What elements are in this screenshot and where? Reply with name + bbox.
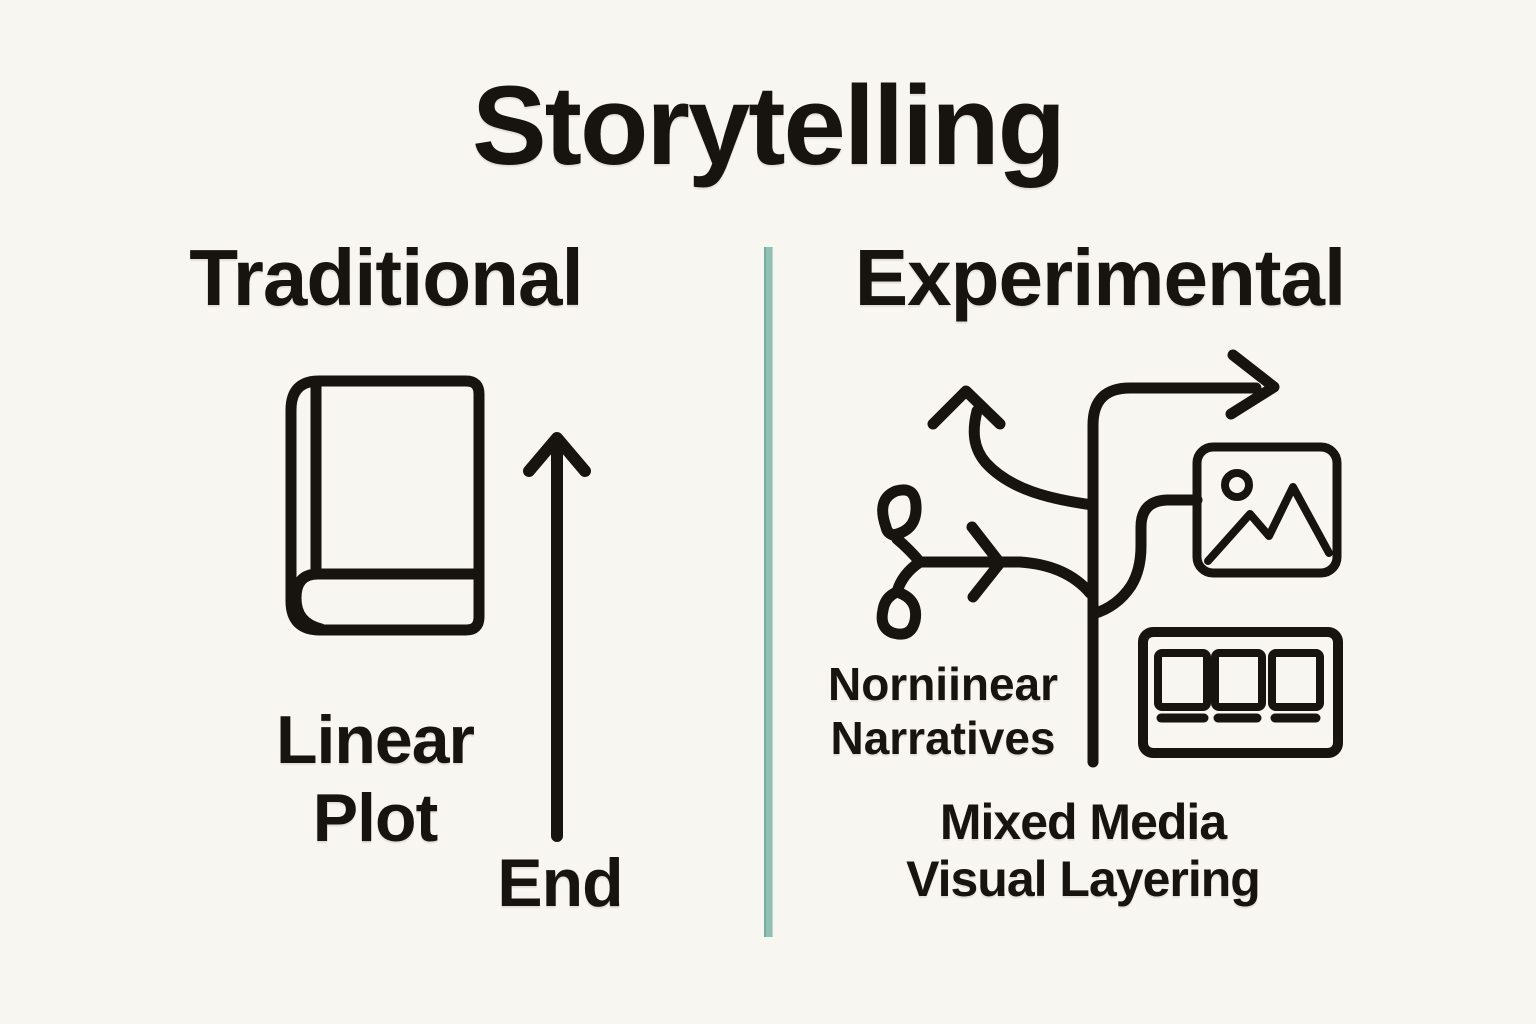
storyboard-icon bbox=[1138, 627, 1343, 758]
traditional-heading: Traditional bbox=[189, 233, 584, 322]
nonlinear-narratives-label: Norniinear Narratives bbox=[793, 657, 1093, 765]
nonlinear-narratives-line1: Norniinear bbox=[827, 658, 1059, 710]
experimental-heading: Experimental bbox=[854, 233, 1346, 322]
mixed-media-label: Mixed Media Visual Layering bbox=[883, 794, 1283, 908]
column-divider bbox=[764, 247, 773, 937]
page-title: Storytelling bbox=[471, 63, 1066, 188]
up-arrow-icon bbox=[523, 432, 591, 842]
linear-plot-label: Linear Plot bbox=[175, 701, 575, 857]
mixed-media-line1: Mixed Media bbox=[939, 794, 1227, 850]
end-label: End bbox=[497, 845, 623, 921]
image-icon bbox=[1192, 442, 1342, 578]
nonlinear-narratives-line2: Narratives bbox=[830, 712, 1056, 764]
book-icon bbox=[285, 375, 485, 636]
mixed-media-line2: Visual Layering bbox=[906, 851, 1261, 907]
branching-path-icon bbox=[876, 349, 1280, 768]
linear-plot-line1: Linear bbox=[275, 702, 475, 778]
linear-plot-line2: Plot bbox=[312, 780, 438, 856]
